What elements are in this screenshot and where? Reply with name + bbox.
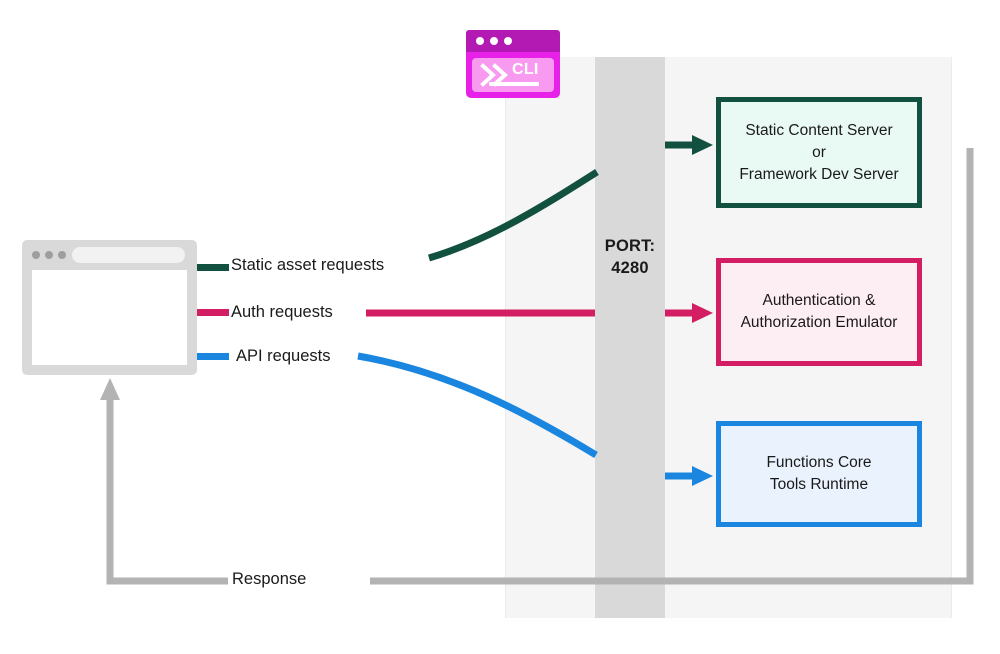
cli-prompt-underline — [489, 82, 539, 86]
cli-label: CLI — [512, 61, 539, 78]
label-api-requests: API requests — [236, 347, 331, 365]
wire-response-return — [100, 144, 974, 585]
label-static-asset-requests: Static asset requests — [231, 256, 385, 274]
service-box-auth-emulator[interactable]: Authentication & Authorization Emulator — [716, 258, 922, 366]
port-label-line2: 4280 — [611, 258, 649, 277]
service-line: Tools Runtime — [769, 476, 869, 493]
wire-static-asset-request — [197, 135, 713, 271]
service-line: or — [812, 143, 826, 161]
wire-api-request — [197, 352, 713, 486]
browser-window[interactable] — [22, 240, 197, 375]
port-label-line1: PORT: — [604, 237, 656, 255]
service-line: Static Content Server — [745, 121, 893, 139]
browser-dot-icon — [32, 251, 40, 259]
browser-title-bar — [22, 240, 197, 270]
service-line: Authorization Emulator — [740, 314, 898, 331]
cli-dot-icon — [476, 37, 484, 45]
label-auth-requests: Auth requests — [231, 303, 333, 321]
cli-window-icon: CLI — [466, 30, 560, 98]
cli-dot-icon — [504, 37, 512, 45]
wire-auth-request — [197, 303, 713, 323]
browser-dot-icon — [45, 251, 53, 259]
label-response: Response — [232, 570, 307, 588]
chevron-double-right-icon — [480, 63, 508, 87]
browser-dot-icon — [58, 251, 66, 259]
browser-address-bar[interactable] — [72, 247, 185, 263]
cli-screen: CLI — [472, 58, 554, 92]
service-box-functions-core-tools[interactable]: Functions Core Tools Runtime — [716, 421, 922, 527]
service-box-static-content-server[interactable]: Static Content Server or Framework Dev S… — [716, 97, 922, 208]
cli-title-bar — [466, 30, 560, 52]
port-label: PORT: 4280 — [595, 236, 665, 280]
browser-viewport — [32, 270, 187, 365]
service-line: Framework Dev Server — [739, 165, 899, 183]
cli-body: CLI — [466, 52, 560, 98]
service-line: Authentication & — [762, 292, 876, 309]
service-line: Functions Core — [766, 454, 872, 471]
cli-dot-icon — [490, 37, 498, 45]
port-column — [595, 57, 665, 618]
